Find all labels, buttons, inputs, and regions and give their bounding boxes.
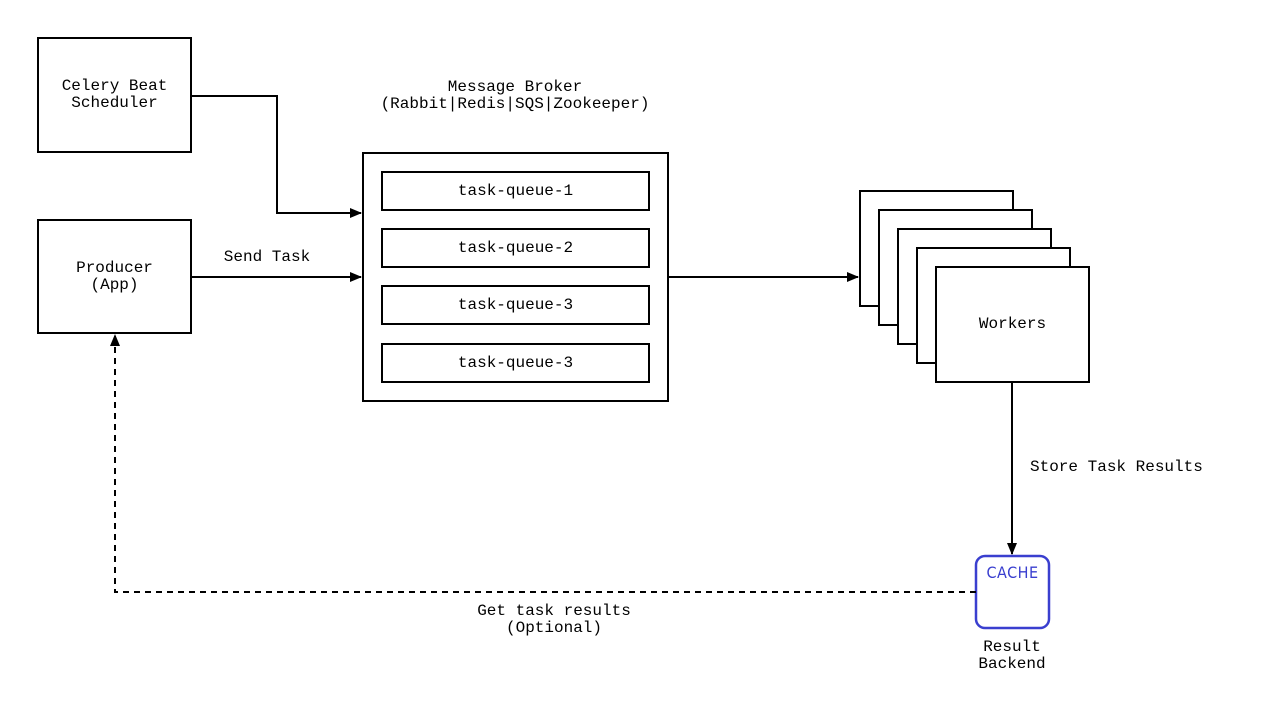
- queue-label-1: task-queue-1: [457, 181, 574, 200]
- store-results-label: Store Task Results: [1030, 458, 1203, 476]
- send-task-label: Send Task: [223, 248, 311, 266]
- worker-card-5: [935, 266, 1090, 383]
- queue-label-2: task-queue-2: [457, 238, 574, 257]
- queue-box-4: [381, 343, 650, 383]
- get-results-label: Get task results (Optional): [477, 602, 631, 637]
- queue-box-2: [381, 228, 650, 268]
- queue-label-3: task-queue-3: [457, 295, 574, 314]
- result-backend-caption: Result Backend: [978, 638, 1046, 673]
- scheduler-to-broker-arrow: [191, 95, 362, 218]
- queue-box-1: [381, 171, 650, 211]
- queue-box-3: [381, 285, 650, 325]
- producer-label: Producer (App): [76, 258, 153, 294]
- queue-label-4: task-queue-3: [457, 353, 574, 372]
- broker-title: Message Broker (Rabbit|Redis|SQS|Zookeep…: [380, 78, 650, 113]
- workers-label: Workers: [978, 315, 1047, 333]
- get-results-dashed-arrow: [110, 334, 976, 593]
- cache-label: CACHE: [986, 563, 1039, 582]
- scheduler-label: Celery Beat Scheduler: [61, 77, 168, 112]
- scheduler-box: [37, 37, 192, 153]
- producer-box: [37, 219, 192, 334]
